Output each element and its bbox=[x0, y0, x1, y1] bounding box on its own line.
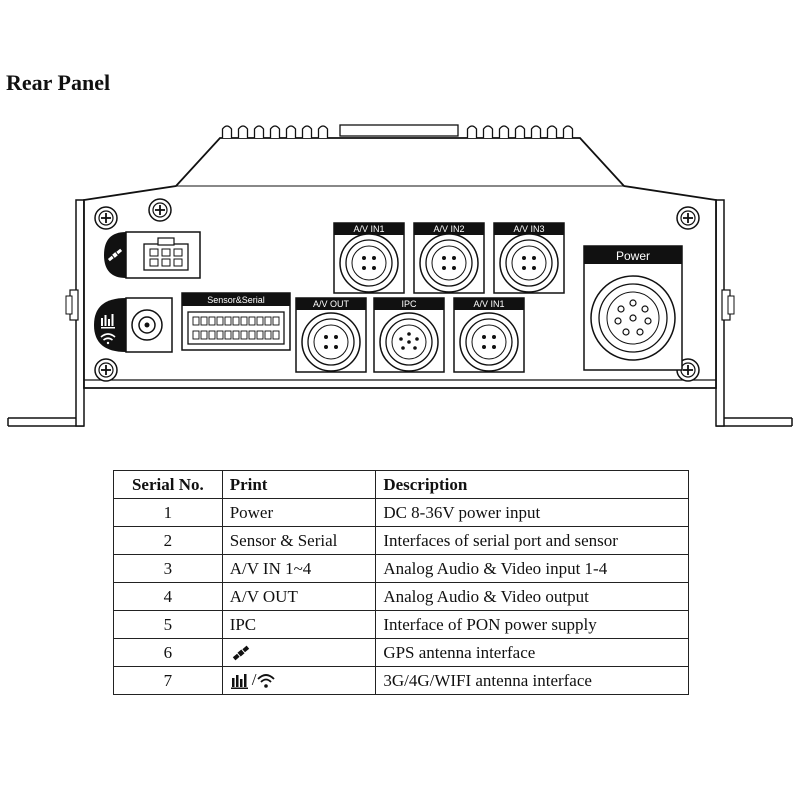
wifi-icon bbox=[257, 674, 276, 688]
cell-description: Interface of PON power supply bbox=[375, 610, 689, 639]
power-label: Power bbox=[616, 249, 650, 263]
cell-print: Power bbox=[221, 498, 377, 527]
table-row: 4 A/V OUT Analog Audio & Video output bbox=[113, 582, 689, 611]
cell-serial-no: 4 bbox=[113, 582, 223, 611]
sensor-serial-label: Sensor&Serial bbox=[207, 295, 265, 305]
header-serial-no: Serial No. bbox=[113, 470, 223, 499]
header-print: Print bbox=[221, 470, 377, 499]
page-title: Rear Panel bbox=[6, 70, 111, 95]
gps-satellite-icon bbox=[232, 645, 249, 661]
av-out-connector: A/V OUT bbox=[295, 297, 367, 373]
cell-serial-no: 7 bbox=[113, 666, 223, 695]
av-in1-top-label: A/V IN1 bbox=[353, 224, 384, 234]
cell-print: / bbox=[221, 666, 377, 695]
av-in1-top-connector: A/V IN1 bbox=[333, 222, 405, 294]
cell-print: IPC bbox=[221, 610, 377, 639]
cell-serial-no: 3 bbox=[113, 554, 223, 583]
table-row: 5 IPC Interface of PON power supply bbox=[113, 610, 689, 639]
cell-print: A/V OUT bbox=[221, 582, 377, 611]
table-header-row: Serial No. Print Description bbox=[113, 470, 689, 499]
table-row: 7 / 3G/4G/WIFI antenna interface bbox=[113, 666, 689, 695]
cell-serial-no: 1 bbox=[113, 498, 223, 527]
cell-description: Interfaces of serial port and sensor bbox=[375, 526, 689, 555]
ipc-label: IPC bbox=[401, 299, 417, 309]
signal-bars-icon bbox=[101, 314, 115, 329]
table-row: 2 Sensor & Serial Interfaces of serial p… bbox=[113, 526, 689, 555]
av-in2-label: A/V IN2 bbox=[433, 224, 464, 234]
av-in2-connector: A/V IN2 bbox=[413, 222, 485, 294]
av-out-label: A/V OUT bbox=[313, 299, 350, 309]
cell-description: Analog Audio & Video input 1-4 bbox=[375, 554, 689, 583]
table-row: 6 GPS antenna interface bbox=[113, 638, 689, 667]
table-row: 1 Power DC 8-36V power input bbox=[113, 498, 689, 527]
cell-description: GPS antenna interface bbox=[375, 638, 689, 667]
cell-print: Sensor & Serial bbox=[221, 526, 377, 555]
wifi-icon bbox=[100, 333, 116, 345]
gps-satellite-icon bbox=[107, 248, 123, 262]
av-in1-bottom-label: A/V IN1 bbox=[473, 299, 504, 309]
cell-print bbox=[221, 638, 377, 667]
gps-connector bbox=[104, 231, 201, 279]
av-in3-connector: A/V IN3 bbox=[493, 222, 565, 294]
cell-description: DC 8-36V power input bbox=[375, 498, 689, 527]
signal-bars-icon bbox=[230, 674, 248, 690]
cell-print: A/V IN 1~4 bbox=[221, 554, 377, 583]
cell-description: Analog Audio & Video output bbox=[375, 582, 689, 611]
cell-serial-no: 5 bbox=[113, 610, 223, 639]
cooling-fins bbox=[221, 124, 574, 139]
ipc-connector: IPC bbox=[373, 297, 445, 373]
header-description: Description bbox=[375, 470, 689, 499]
antenna-connector bbox=[94, 297, 173, 353]
cell-description: 3G/4G/WIFI antenna interface bbox=[375, 666, 689, 695]
sensor-serial-connector: Sensor&Serial bbox=[181, 292, 291, 351]
rear-panel-diagram: Sensor&Serial A/V IN1 A/V IN bbox=[7, 124, 793, 427]
cell-serial-no: 6 bbox=[113, 638, 223, 667]
power-connector: Power bbox=[583, 245, 683, 371]
interface-table: Serial No. Print Description 1 Power DC … bbox=[113, 470, 689, 695]
av-in3-label: A/V IN3 bbox=[513, 224, 544, 234]
table-row: 3 A/V IN 1~4 Analog Audio & Video input … bbox=[113, 554, 689, 583]
cell-serial-no: 2 bbox=[113, 526, 223, 555]
av-in1-bottom-connector: A/V IN1 bbox=[453, 297, 525, 373]
